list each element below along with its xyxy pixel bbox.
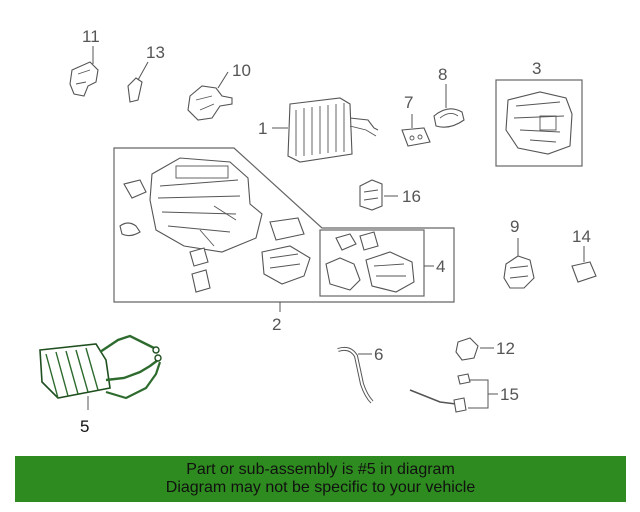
part-1-evaporator[interactable] — [272, 97, 379, 163]
part-4-actuator-set[interactable] — [325, 231, 434, 293]
part-2-heater-unit[interactable] — [119, 157, 311, 293]
part-2-box — [113, 147, 455, 303]
callout-5: 5 — [80, 417, 89, 436]
callout-13: 13 — [146, 43, 165, 62]
part-16-clip[interactable] — [359, 179, 398, 211]
callout-4: 4 — [436, 257, 445, 276]
part-6-hose[interactable] — [337, 346, 374, 404]
callout-7: 7 — [404, 93, 413, 112]
parts-diagram: 11 13 10 1 7 8 3 — [39, 27, 597, 436]
callout-1: 1 — [258, 119, 267, 138]
callout-8: 8 — [438, 65, 447, 84]
callout-11: 11 — [82, 27, 100, 46]
callout-14: 14 — [572, 227, 591, 246]
part-5-heater-core[interactable] — [39, 334, 162, 410]
part-10-actuator[interactable] — [187, 71, 233, 121]
part-8-grommet[interactable] — [433, 84, 465, 128]
part-4-box — [319, 229, 425, 297]
part-15-sensor-assembly[interactable] — [409, 373, 498, 413]
callout-10: 10 — [232, 61, 251, 80]
part-3-box — [495, 79, 583, 167]
part-7-resistor[interactable] — [401, 114, 431, 147]
part-11-bracket[interactable] — [69, 46, 99, 97]
callout-16: 16 — [402, 187, 421, 206]
callout-9: 9 — [510, 217, 519, 236]
part-13-sensor[interactable] — [127, 61, 149, 103]
part-3-blower-case[interactable] — [505, 91, 573, 155]
part-9-motor[interactable] — [503, 238, 535, 289]
part-12-sensor[interactable] — [455, 337, 494, 361]
fitment-banner: Part or sub-assembly is #5 in diagram Di… — [15, 456, 626, 502]
callout-15: 15 — [500, 385, 519, 404]
callout-2: 2 — [272, 315, 281, 334]
part-14-switch[interactable] — [571, 246, 597, 283]
banner-line-disclaimer: Diagram may not be specific to your vehi… — [165, 479, 476, 496]
callout-6: 6 — [374, 345, 383, 364]
banner-line-part: Part or sub-assembly is #5 in diagram — [186, 461, 455, 478]
callout-3: 3 — [532, 59, 541, 78]
callout-12: 12 — [496, 339, 515, 358]
